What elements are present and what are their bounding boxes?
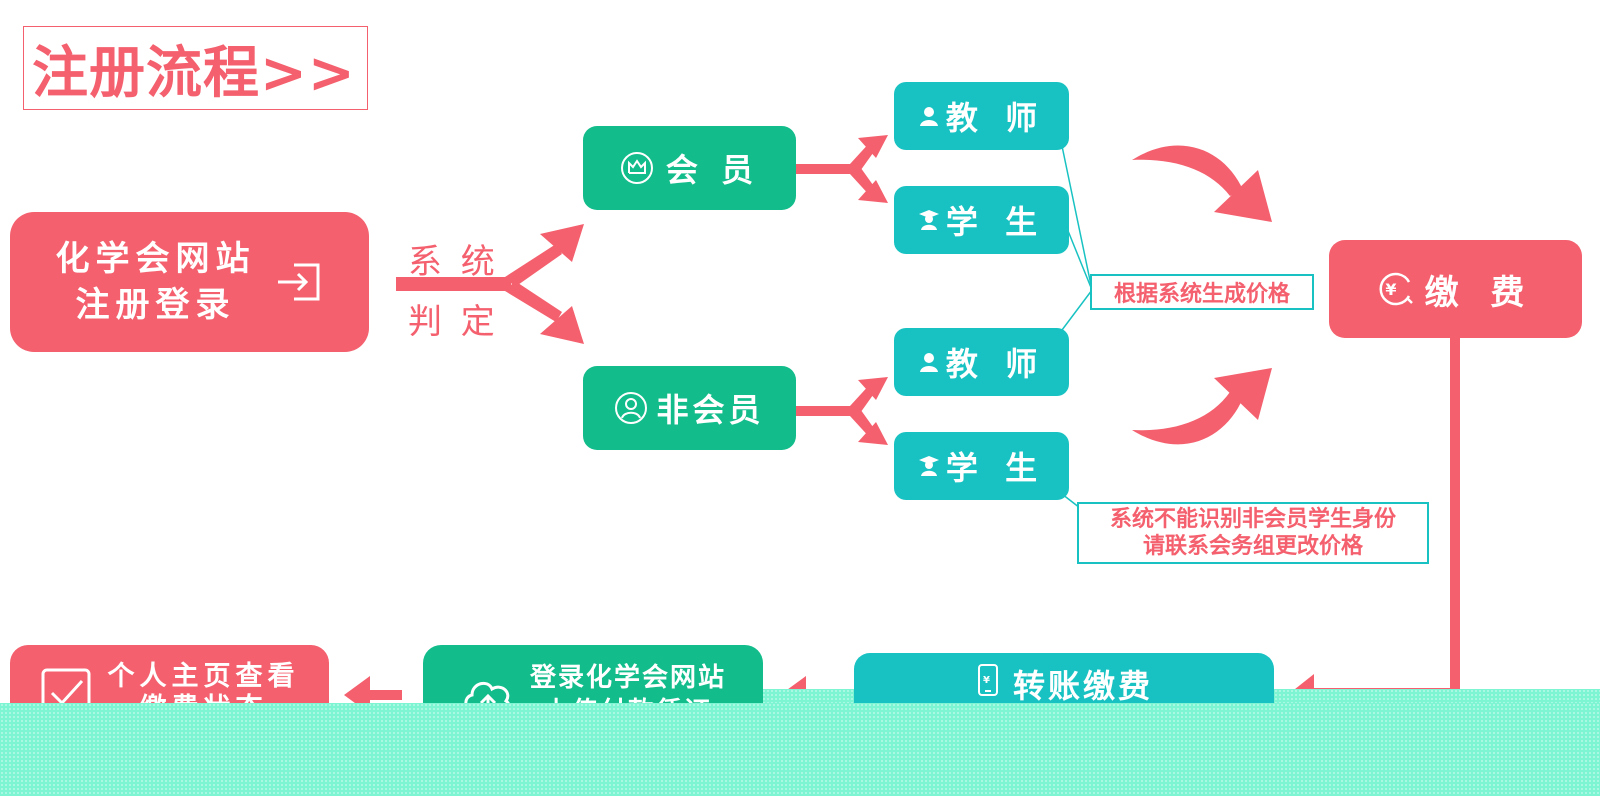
yen-icon: ¥ (1377, 270, 1415, 308)
crown-icon (620, 151, 654, 185)
nonmember-label: 非会员 (656, 391, 765, 429)
member-teacher-node: 教 师 (894, 82, 1069, 150)
member-student-label: 学 生 (945, 203, 1046, 241)
student-icon (918, 455, 940, 477)
page-title: 注册流程>> (23, 26, 368, 110)
member-teacher-label: 教 师 (945, 99, 1046, 137)
judge-line1: 系 统 (408, 242, 499, 282)
register-login-node: 化学会网站 注册登录 (10, 212, 369, 352)
judge-line2: 判 定 (408, 302, 499, 342)
price-note-text: 根据系统生成价格 (1113, 282, 1290, 307)
member-node: 会 员 (583, 126, 796, 210)
member-student-node: 学 生 (894, 186, 1069, 254)
student-icon (918, 209, 940, 231)
page-title-text: 注册流程>> (32, 40, 356, 106)
bottom-band (0, 703, 1600, 796)
nonmember-node: 非会员 (583, 366, 796, 450)
judge-fork-arrow (396, 224, 584, 344)
svg-text:¥: ¥ (983, 675, 993, 686)
nonmember-note-line1: 系统不能识别非会员学生身份 (1109, 507, 1396, 532)
nonmember-note: 系统不能识别非会员学生身份 请联系会务组更改价格 (1077, 502, 1429, 564)
nonmember-note-line2: 请联系会务组更改价格 (1142, 534, 1363, 559)
system-judge-label: 系 统 判 定 (408, 232, 508, 352)
member-split-arrow (796, 135, 888, 203)
nonmember-student-node: 学 生 (894, 432, 1069, 500)
teacher-icon (918, 351, 940, 373)
price-note: 根据系统生成价格 (1090, 274, 1314, 310)
member-label: 会 员 (665, 151, 760, 189)
mobile-pay-icon: ¥ (975, 663, 1005, 697)
upload-line1: 登录化学会网站 (529, 663, 726, 693)
svg-text:¥: ¥ (1385, 280, 1406, 299)
payment-node: ¥ 缴 费 (1329, 240, 1582, 338)
curved-arrow-upper (1132, 145, 1272, 222)
login-icon (274, 259, 324, 305)
register-login-line1: 化学会网站 (55, 239, 256, 279)
nonmember-teacher-label: 教 师 (945, 345, 1046, 383)
nonmember-student-label: 学 生 (945, 449, 1046, 487)
register-login-line2: 注册登录 (75, 285, 236, 325)
nonmember-teacher-node: 教 师 (894, 328, 1069, 396)
transfer-label: 转账缴费 (1012, 667, 1153, 705)
payment-label: 缴 费 (1424, 272, 1535, 313)
check-line1: 个人主页查看 (107, 661, 300, 692)
nonmember-split-arrow (796, 377, 888, 445)
curved-arrow-lower (1132, 368, 1272, 445)
teacher-icon (918, 105, 940, 127)
user-icon (614, 391, 648, 425)
